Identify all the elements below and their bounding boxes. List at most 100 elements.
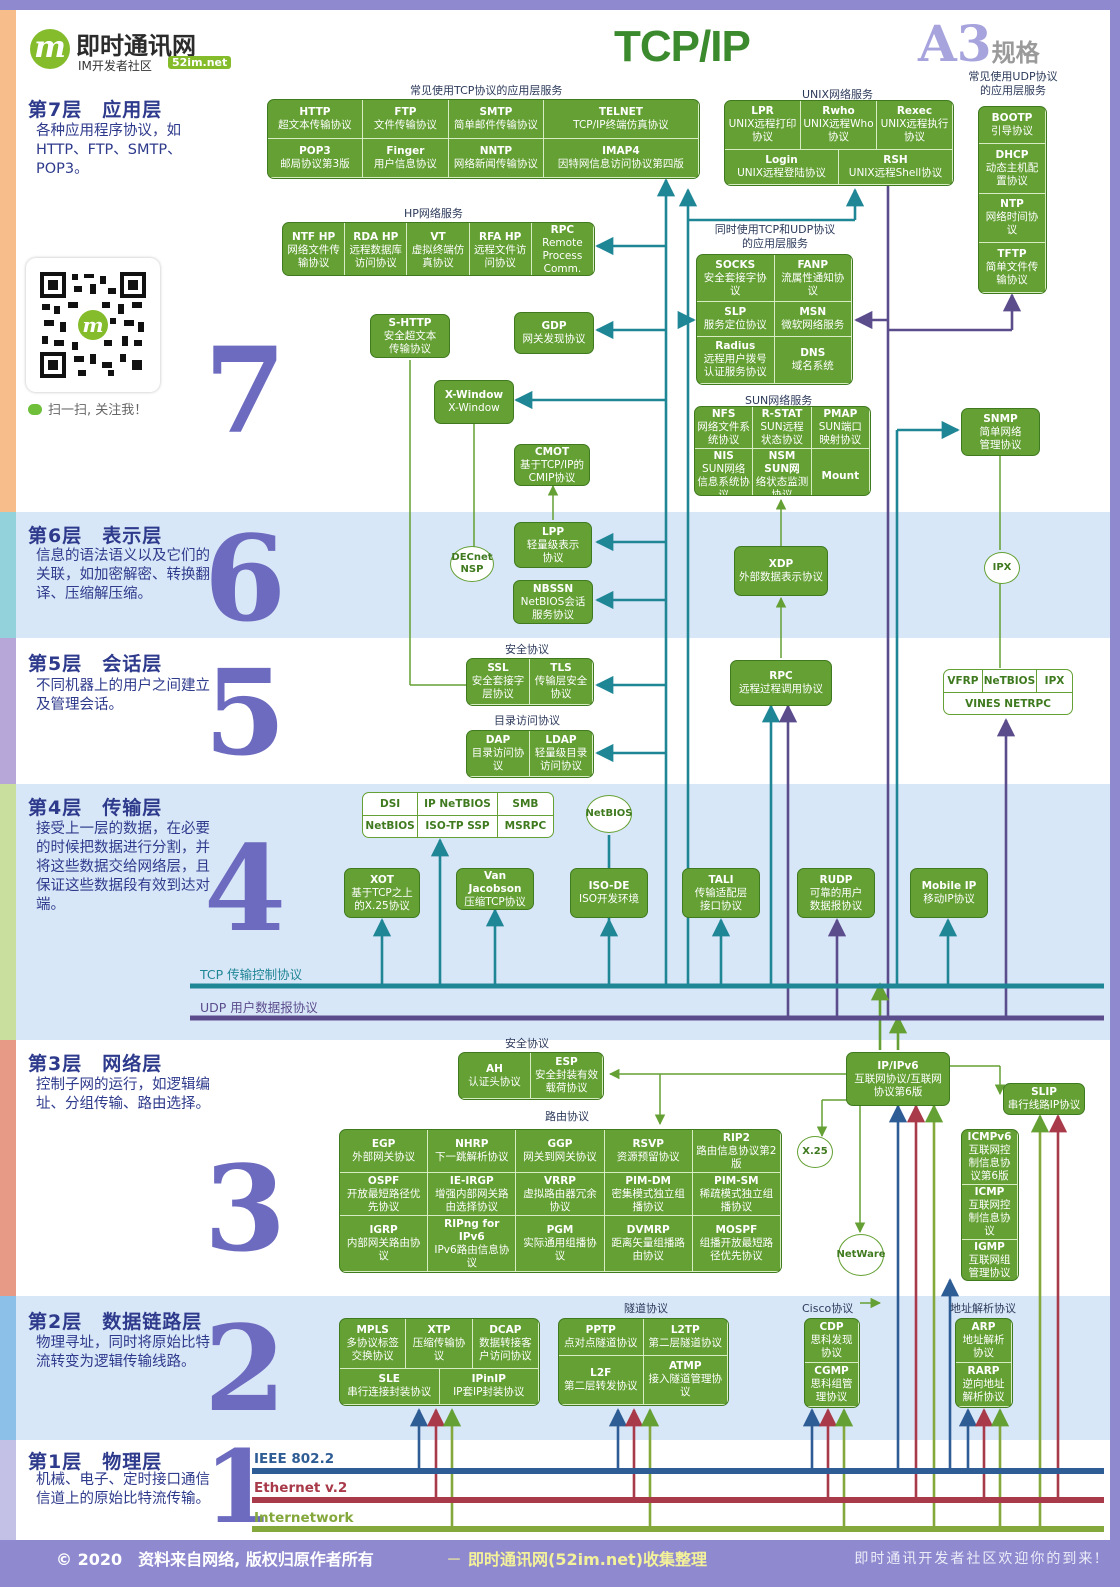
- protocol-cell[interactable]: NSM SUN网络状态监测协议: [753, 449, 812, 495]
- vines-item[interactable]: IPX: [1044, 675, 1065, 687]
- transport-item[interactable]: SMB: [497, 793, 553, 816]
- netbios-circle[interactable]: NetBIOS: [586, 795, 633, 833]
- protocol-cell[interactable]: Mount: [812, 449, 870, 495]
- x25-circle[interactable]: X.25: [797, 1136, 833, 1168]
- transport-item[interactable]: IP NeTBIOS: [418, 793, 498, 816]
- transport-item[interactable]: DSI: [363, 793, 419, 816]
- ipx-circle[interactable]: IPX: [984, 552, 1020, 584]
- decnet-circle[interactable]: DECnet NSP: [450, 546, 494, 582]
- logo[interactable]: m 即时通讯网 IM开发者社区 52im.net: [30, 26, 232, 76]
- vines-item[interactable]: VFRP: [944, 670, 983, 692]
- vines-item[interactable]: NeTBIOS: [983, 670, 1038, 692]
- transport-item[interactable]: ISO-TP SSP: [418, 815, 498, 837]
- footer-credit[interactable]: 即时通讯网(52im.net)收集整理: [468, 1550, 708, 1569]
- transport-item[interactable]: NetBIOS: [363, 815, 419, 837]
- netware-circle[interactable]: NetWare: [836, 1234, 886, 1276]
